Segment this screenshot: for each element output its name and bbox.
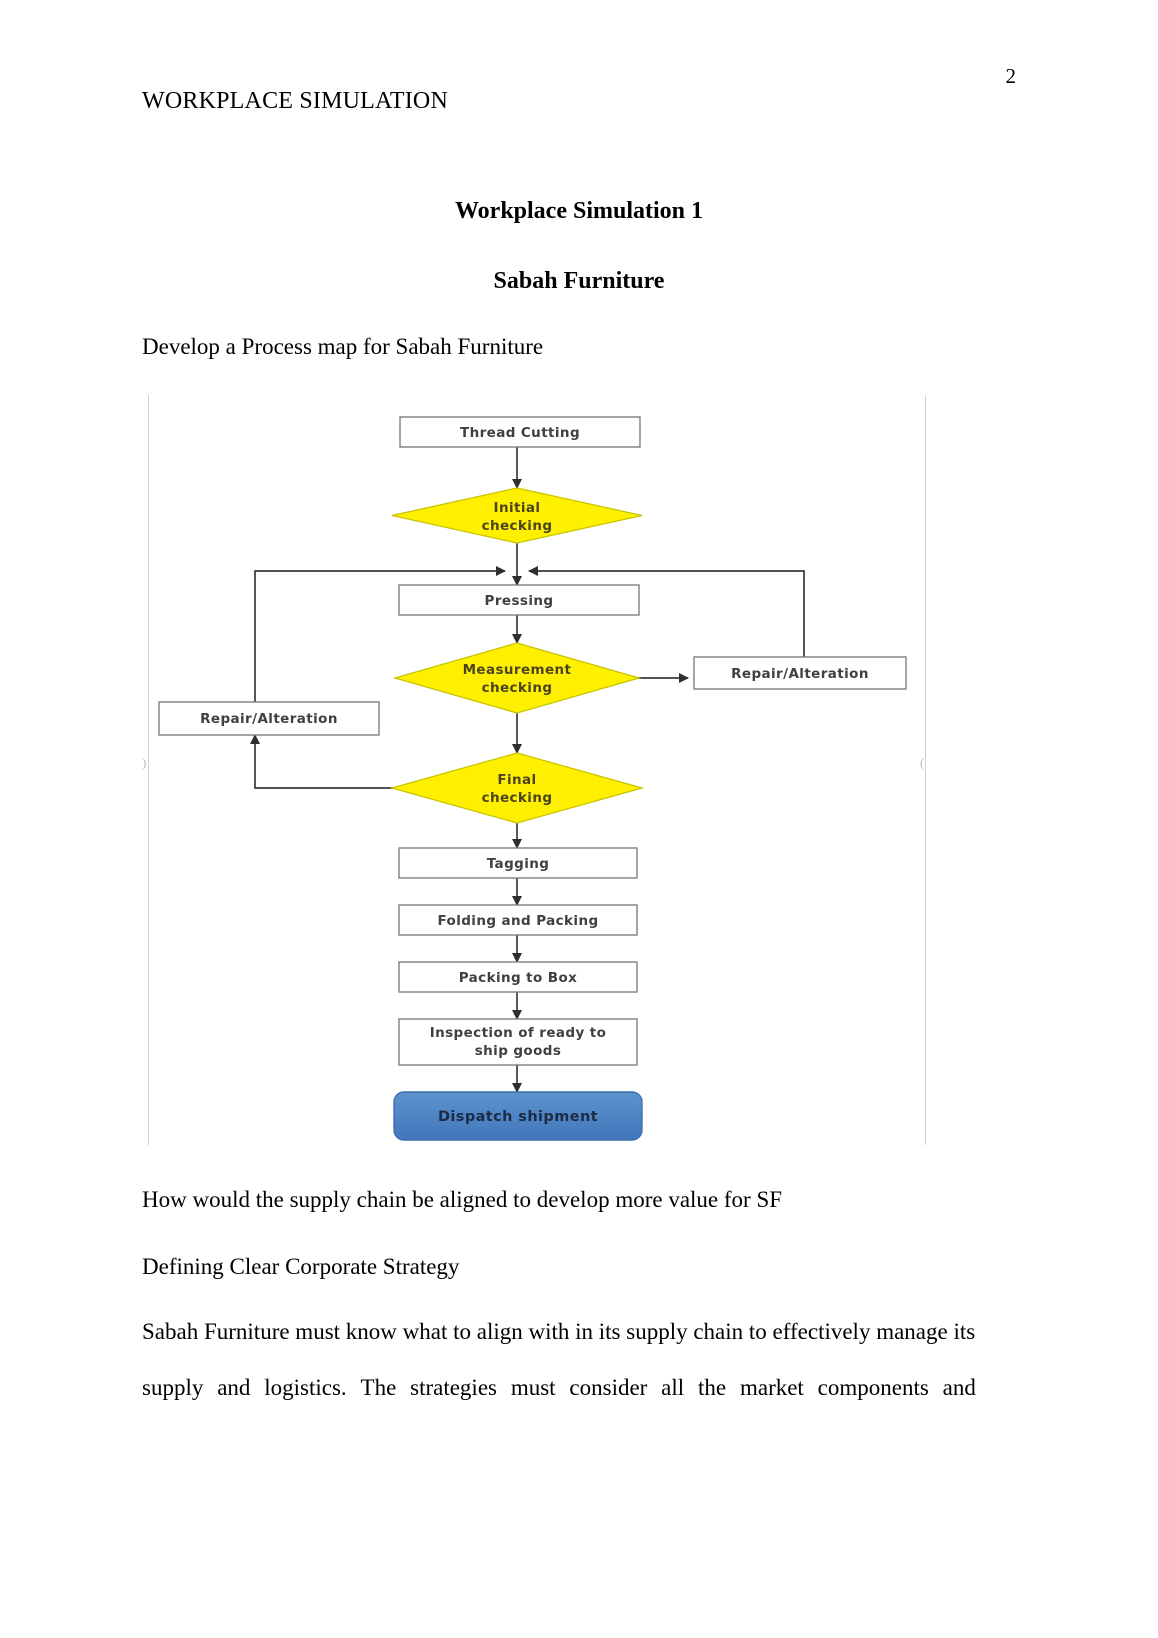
node-initial-checking[interactable]: Initial checking: [391, 487, 643, 544]
node-repair-alteration-right[interactable]: Repair/Alteration: [693, 656, 907, 690]
node-tagging[interactable]: Tagging: [398, 847, 638, 879]
node-folding-packing[interactable]: Folding and Packing: [398, 904, 638, 936]
node-tagging-label: Tagging: [487, 856, 550, 872]
node-final-checking[interactable]: Final checking: [389, 752, 645, 824]
page-title: Workplace Simulation 1: [454, 198, 704, 224]
node-folding-packing-label: Folding and Packing: [437, 913, 598, 929]
paragraph-word: consider: [569, 1375, 648, 1400]
paragraph-word: The: [360, 1375, 397, 1400]
page-number: 2: [1005, 64, 1017, 88]
node-final-checking-label-1: Final: [497, 772, 536, 788]
node-pressing-label: Pressing: [485, 593, 554, 609]
figure-right-mark: (: [920, 755, 925, 770]
paragraph-word: strategies: [410, 1375, 497, 1400]
section-heading: Defining Clear Corporate Strategy: [142, 1254, 460, 1279]
paragraph-line-1: Sabah Furniture must know what to align …: [142, 1319, 976, 1344]
node-packing-to-box-label: Packing to Box: [459, 970, 578, 986]
figure-right-border: [925, 395, 926, 1145]
node-inspection-label-1: Inspection of ready to: [430, 1025, 607, 1041]
node-dispatch-shipment-label: Dispatch shipment: [438, 1109, 598, 1125]
node-thread-cutting-label: Thread Cutting: [460, 425, 580, 441]
paragraph-word: logistics.: [264, 1375, 347, 1400]
node-measurement-checking-label-1: Measurement: [463, 662, 572, 678]
page-subtitle: Sabah Furniture: [493, 268, 665, 294]
running-head: WORKPLACE SIMULATION: [142, 88, 448, 114]
connector-repair-left-to-junction: [254, 565, 507, 702]
node-inspection-label-2: ship goods: [475, 1043, 562, 1059]
paragraph-word: must: [510, 1375, 556, 1400]
node-initial-checking-label-1: Initial: [494, 500, 541, 516]
connector-final-to-repair-left: [249, 733, 404, 789]
node-thread-cutting[interactable]: Thread Cutting: [399, 416, 641, 448]
figure-left-mark: ): [142, 755, 147, 770]
node-dispatch-shipment[interactable]: Dispatch shipment: [393, 1091, 643, 1141]
question-text: How would the supply chain be aligned to…: [142, 1187, 783, 1212]
node-pressing[interactable]: Pressing: [398, 584, 640, 616]
paragraph-word: components: [817, 1375, 929, 1400]
paragraph-word: and: [942, 1375, 976, 1400]
prompt-text: Develop a Process map for Sabah Furnitur…: [142, 334, 544, 359]
paragraph-word: market: [739, 1375, 804, 1400]
node-initial-checking-label-2: checking: [482, 518, 553, 534]
node-measurement-checking[interactable]: Measurement checking: [392, 642, 642, 714]
paragraph-word: the: [698, 1375, 727, 1400]
node-final-checking-label-2: checking: [482, 790, 553, 806]
connector-repair-right-to-junction: [527, 565, 805, 657]
node-repair-alteration-left[interactable]: Repair/Alteration: [158, 701, 380, 736]
connector-group: [249, 447, 805, 1094]
node-measurement-checking-label-2: checking: [482, 680, 553, 696]
node-inspection[interactable]: Inspection of ready to ship goods: [398, 1018, 638, 1066]
process-map-figure: ) (: [142, 395, 932, 1145]
paragraph-line-2: supply and logistics. The strategies must cons…: [142, 1375, 976, 1400]
paragraph-word: and: [217, 1375, 251, 1400]
paragraph-word: supply: [142, 1375, 204, 1400]
node-repair-alteration-left-label: Repair/Alteration: [200, 711, 338, 727]
figure-left-border: [148, 395, 149, 1145]
paragraph-word: all: [661, 1375, 685, 1400]
node-packing-to-box[interactable]: Packing to Box: [398, 961, 638, 993]
flowchart-svg: Thread Cutting Initial checking Pressing…: [158, 416, 907, 1141]
node-repair-alteration-right-label: Repair/Alteration: [731, 666, 869, 682]
